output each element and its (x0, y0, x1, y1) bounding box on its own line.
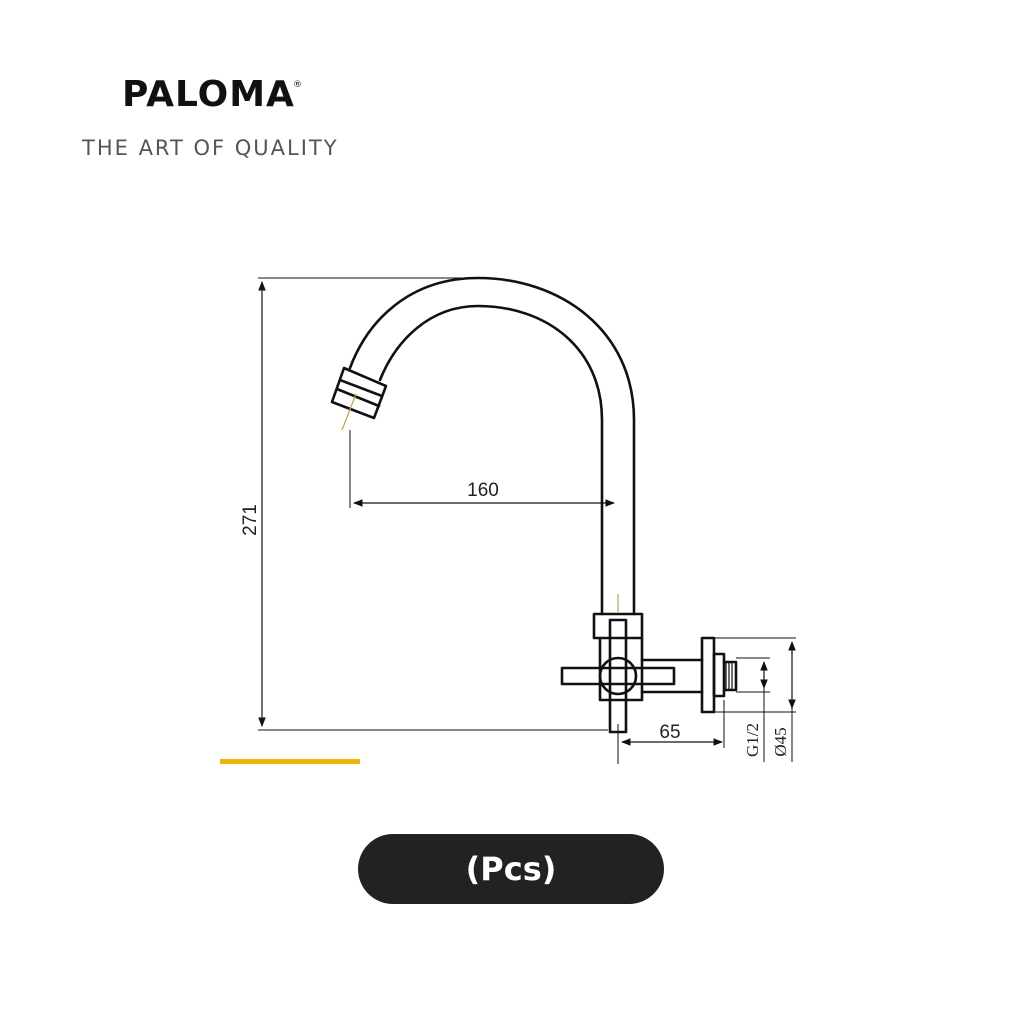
dimension-reach: 160 (353, 480, 615, 507)
brand-tagline: THE ART OF QUALITY (82, 136, 339, 160)
unit-badge-label: (Pcs) (465, 850, 557, 888)
dimension-flange-diameter: Ø45 (771, 641, 796, 762)
dimension-height: 271 (240, 281, 266, 727)
wall-flange (700, 636, 716, 714)
dimension-projection-label: 65 (659, 722, 680, 743)
aerator-band-2 (335, 387, 381, 408)
dimension-height-label: 271 (240, 504, 261, 536)
aerator-nozzle (330, 366, 388, 420)
registered-mark: ® (293, 80, 302, 90)
unit-badge: (Pcs) (358, 834, 664, 904)
handle-hub (598, 656, 638, 696)
dimension-thread: G1/2 (743, 661, 768, 762)
nozzle-axis (341, 393, 619, 612)
body-collar (592, 612, 644, 640)
faucet-outline (330, 276, 738, 734)
spout-inner (378, 304, 604, 616)
aerator-band-1 (338, 378, 384, 398)
dimension-projection: 65 (621, 722, 723, 746)
accent-bar (220, 759, 360, 764)
dimension-reach-label: 160 (467, 480, 499, 501)
wall-pipe (640, 658, 704, 694)
thread-spigot (722, 660, 738, 692)
handle-bar-horizontal (560, 666, 676, 686)
flange-hub (712, 652, 726, 698)
brand-logo: PALOMA (122, 74, 295, 115)
leader-lines (258, 277, 796, 764)
dimension-thread-label: G1/2 (743, 723, 762, 757)
dimension-flange-diameter-label: Ø45 (771, 727, 790, 756)
spout-outer (348, 276, 636, 616)
